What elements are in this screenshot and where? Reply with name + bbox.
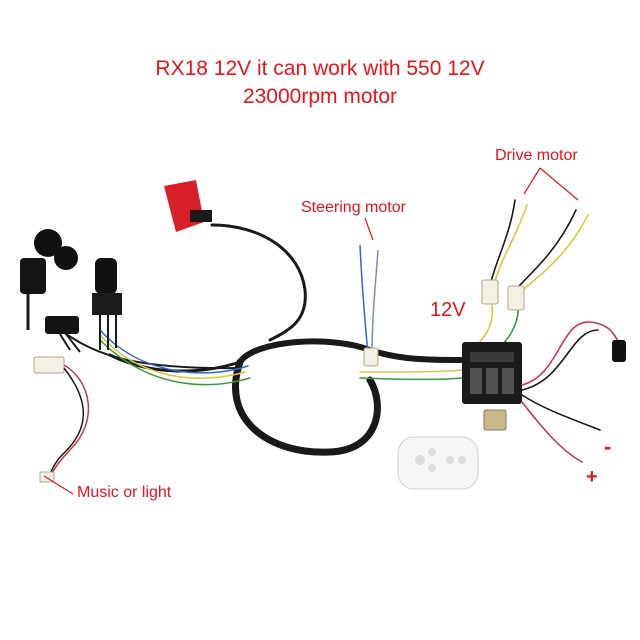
drive-motor-label: Drive motor [495,147,578,164]
white-connector [33,356,65,374]
drive-connector-right [507,285,525,311]
key-switch [20,229,78,330]
title-line-1: RX18 12V it can work with 550 12V [155,57,485,80]
steering-motor-leads [359,244,379,356]
drive-motor-leads [469,199,589,351]
music-connector [39,471,55,483]
music-or-light-label: Music or light [77,484,172,501]
negative-terminal-label: - [604,434,612,459]
battery-leads [521,321,621,463]
steering-connector [363,347,379,367]
drive-connector-left [481,279,499,305]
rocker-switch [45,316,81,353]
voltage-label: 12V [430,299,466,321]
remote-control [397,436,479,490]
music-light-lead [47,364,90,479]
colored-wires [99,329,463,386]
annotation-pointers [43,167,579,495]
pedal-switch [164,180,212,232]
controller-board [462,342,522,404]
gear-selector-switch [92,258,122,350]
receiver-module [483,409,507,431]
main-harness [59,223,465,456]
charge-socket [612,340,626,362]
title-line-2: 23000rpm motor [242,85,398,108]
steering-motor-label: Steering motor [301,199,406,216]
positive-terminal-label: + [586,466,598,488]
